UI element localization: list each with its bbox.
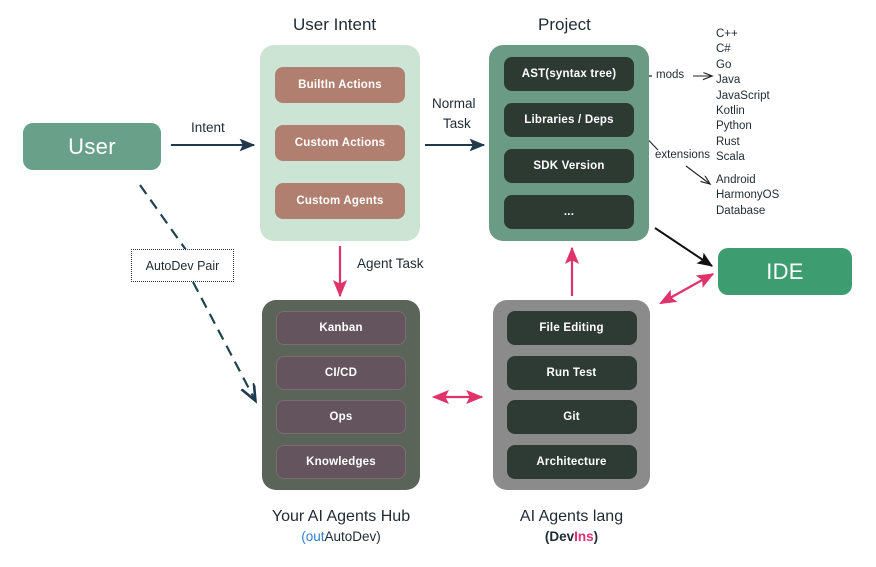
node-autodev-pair-label: AutoDev Pair — [145, 258, 220, 273]
group-title-project: Project — [538, 15, 591, 34]
chip-label: CI/CD — [324, 366, 358, 379]
chip-label: Git — [563, 411, 580, 424]
chip-libraries-deps[interactable]: Libraries / Deps — [504, 103, 634, 137]
edge-user-to-pair-dashed — [139, 184, 187, 251]
edge-label-extensions: extensions — [655, 149, 710, 161]
chip-sdk-version[interactable]: SDK Version — [504, 149, 634, 183]
chip-file-editing[interactable]: File Editing — [506, 310, 637, 345]
caption-hub-sub-prefix: (out — [301, 529, 325, 544]
edge-label-agent-task: Agent Task — [357, 256, 424, 271]
chip-label: SDK Version — [533, 160, 605, 172]
chip-ops[interactable]: Ops — [276, 400, 406, 435]
edge-extensions-to-list — [685, 165, 710, 184]
caption-lang-sub-prefix: (Dev — [544, 529, 575, 544]
chip-label: BuiltIn Actions — [298, 79, 382, 91]
edge-lang-to-ide — [659, 273, 715, 305]
chip-label: Kanban — [319, 321, 363, 334]
node-autodev-pair[interactable]: AutoDev Pair — [131, 249, 234, 282]
chip-builtin-actions[interactable]: BuiltIn Actions — [275, 67, 405, 103]
chip-label: File Editing — [539, 321, 604, 334]
caption-lang-sub-suffix: ) — [593, 529, 599, 544]
caption-agents-lang-title: AI Agents lang — [519, 508, 624, 525]
group-project: AST(syntax tree) Libraries / Deps SDK Ve… — [489, 45, 649, 241]
chip-run-test[interactable]: Run Test — [506, 355, 637, 390]
node-user-label: User — [68, 133, 116, 159]
chip-label: Custom Actions — [294, 137, 386, 149]
list-mods-languages: C++ C# Go Java JavaScript Kotlin Python … — [716, 28, 770, 164]
chip-label: Run Test — [546, 366, 597, 379]
chip-custom-agents[interactable]: Custom Agents — [275, 183, 405, 219]
edge-label-normal-task-line2: Task — [443, 116, 471, 131]
node-ide[interactable]: IDE — [718, 248, 852, 295]
chip-git[interactable]: Git — [506, 400, 637, 435]
chip-label: Custom Agents — [296, 195, 384, 207]
node-ide-label: IDE — [766, 258, 804, 284]
chip-label: Knowledges — [306, 456, 376, 469]
node-user[interactable]: User — [23, 123, 161, 170]
list-extensions: Android HarmonyOS Database — [716, 174, 780, 217]
chip-ast[interactable]: AST(syntax tree) — [504, 57, 634, 91]
chip-label: Libraries / Deps — [524, 114, 614, 126]
caption-hub-sub-suffix: AutoDev) — [324, 529, 381, 544]
edge-label-normal-task-line1: Normal — [432, 96, 476, 111]
group-agents-lang: File Editing Run Test Git Architecture — [493, 300, 650, 490]
edge-project-to-ide — [654, 227, 713, 267]
chip-label: ... — [563, 206, 575, 218]
caption-agents-hub-subtitle: (outAutoDev) — [262, 529, 420, 544]
chip-label: AST(syntax tree) — [521, 68, 617, 80]
caption-agents-lang-subtitle: (DevIns) — [493, 529, 650, 544]
chip-custom-actions[interactable]: Custom Actions — [275, 125, 405, 161]
chip-knowledges[interactable]: Knowledges — [276, 445, 406, 480]
edge-label-mods: mods — [656, 69, 685, 81]
chip-cicd[interactable]: CI/CD — [276, 355, 406, 390]
group-agents-hub: Kanban CI/CD Ops Knowledges — [262, 300, 420, 490]
group-user-intent: BuiltIn Actions Custom Actions Custom Ag… — [260, 45, 420, 241]
chip-architecture[interactable]: Architecture — [506, 445, 637, 480]
caption-agents-hub-title: Your AI Agents Hub — [271, 508, 411, 525]
chip-label: Ops — [329, 411, 353, 424]
group-title-user-intent: User Intent — [293, 15, 377, 34]
edge-pair-to-hub-dashed — [192, 281, 255, 400]
chip-kanban[interactable]: Kanban — [276, 310, 406, 345]
caption-lang-sub-accent: Ins — [574, 529, 594, 544]
chip-project-more[interactable]: ... — [504, 195, 634, 229]
chip-label: Architecture — [536, 456, 607, 469]
edge-label-intent: Intent — [191, 120, 225, 135]
